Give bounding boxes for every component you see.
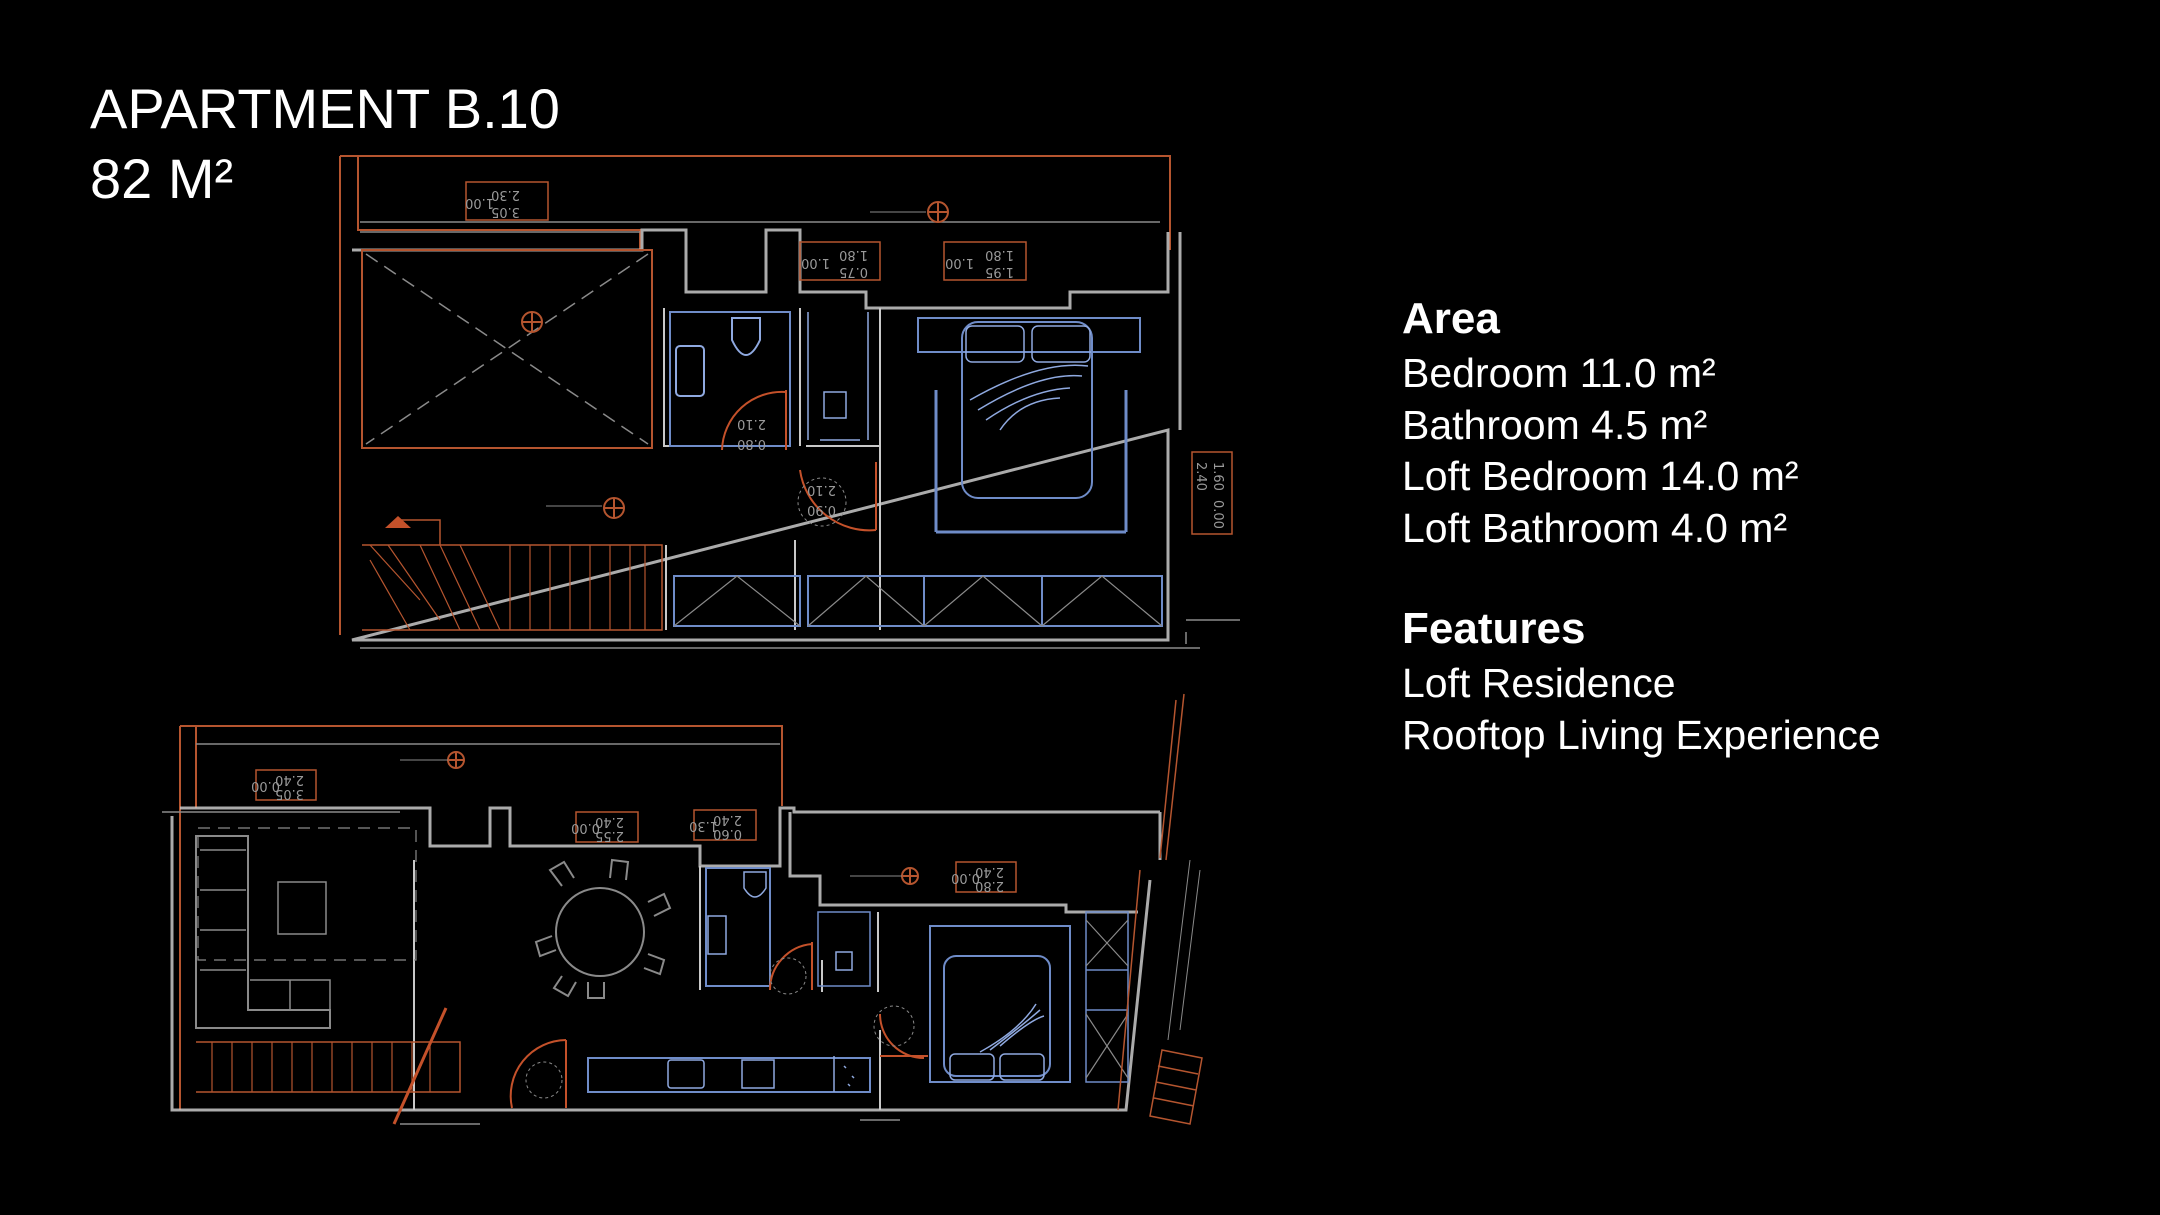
loft-height-tags: 2.30 3.05 1.00 1.80 0.75 1.00 1.80 1.95 … <box>465 181 1233 535</box>
svg-text:1.30: 1.30 <box>689 818 718 833</box>
area-item: Bedroom 11.0 m² <box>1402 350 1716 396</box>
area-item: Loft Bathroom 4.0 m² <box>1402 504 1788 551</box>
area-heading: Area <box>1402 294 1500 343</box>
svg-text:3.05: 3.05 <box>275 786 304 801</box>
loft-floor-plan: 2.30 3.05 1.00 1.80 0.75 1.00 1.80 1.95 … <box>339 155 1240 649</box>
svg-text:0.00: 0.00 <box>951 870 980 885</box>
info-panel: Area Bedroom 11.0 m² Bathroom 4.5 m² Lof… <box>1402 290 2102 761</box>
area-item: Bathroom 4.5 m² <box>1402 401 1708 448</box>
lower-staircase <box>196 1007 461 1125</box>
feature-item: Rooftop Living Experience <box>1402 711 1881 758</box>
svg-text:1.80: 1.80 <box>985 247 1014 262</box>
svg-text:0.80: 0.80 <box>737 436 766 451</box>
svg-text:2.10: 2.10 <box>737 416 766 431</box>
loft-bathroom <box>669 311 869 451</box>
area-list: Bedroom 11.0 m² Bathroom 4.5 m² Loft Bed… <box>1402 348 2102 554</box>
svg-text:1.60: 1.60 <box>1210 462 1225 491</box>
apartment-title: APARTMENT B.10 82 M² <box>90 74 560 214</box>
svg-text:0.00: 0.00 <box>571 820 600 835</box>
svg-text:2.55: 2.55 <box>595 828 624 843</box>
loft-wardrobes <box>673 575 1163 627</box>
svg-text:0.90: 0.90 <box>807 502 836 517</box>
svg-text:2.40: 2.40 <box>713 812 742 827</box>
svg-text:0.00: 0.00 <box>1210 500 1225 529</box>
svg-text:1.00: 1.00 <box>801 255 830 270</box>
svg-text:1.00: 1.00 <box>945 255 974 270</box>
lower-bed <box>879 911 1129 1083</box>
svg-text:2.30: 2.30 <box>491 187 520 202</box>
lower-floor-plan: 2.40 3.05 0.00 2.40 2.55 0.00 2.40 0.60 … <box>162 693 1203 1125</box>
svg-text:0.75: 0.75 <box>839 264 868 279</box>
dining-table <box>534 858 672 999</box>
sofa <box>195 827 417 1029</box>
svg-text:1.95: 1.95 <box>985 264 1014 279</box>
svg-text:2.10: 2.10 <box>807 482 836 497</box>
features-heading: Features <box>1402 604 1586 653</box>
svg-text:2.40: 2.40 <box>595 814 624 829</box>
svg-text:2.40: 2.40 <box>1193 462 1208 491</box>
apartment-name: APARTMENT B.10 <box>90 77 560 140</box>
svg-text:2.40: 2.40 <box>275 772 304 787</box>
svg-text:0.00: 0.00 <box>251 778 280 793</box>
svg-text:0.60: 0.60 <box>713 826 742 841</box>
svg-text:1.00: 1.00 <box>465 195 494 210</box>
svg-text:3.05: 3.05 <box>491 204 520 219</box>
area-item: Loft Bedroom 14.0 m² <box>1402 453 1799 499</box>
svg-text:1.80: 1.80 <box>839 247 868 262</box>
double-height-void <box>361 249 653 449</box>
lower-spot-markers <box>447 751 919 885</box>
lower-bathroom <box>705 867 871 991</box>
svg-text:2.40: 2.40 <box>975 864 1004 879</box>
feature-item: Loft Residence <box>1402 660 1676 706</box>
loft-bed <box>917 317 1141 534</box>
lower-height-tags: 2.40 3.05 0.00 2.40 2.55 0.00 2.40 0.60 … <box>251 769 1017 893</box>
kitchen-counter <box>587 1056 871 1093</box>
loft-spot-markers <box>521 201 949 519</box>
svg-text:2.80: 2.80 <box>975 878 1004 893</box>
apartment-size: 82 M² <box>90 147 234 210</box>
loft-staircase <box>362 516 663 631</box>
features-list: Loft Residence Rooftop Living Experience <box>1402 658 2102 761</box>
